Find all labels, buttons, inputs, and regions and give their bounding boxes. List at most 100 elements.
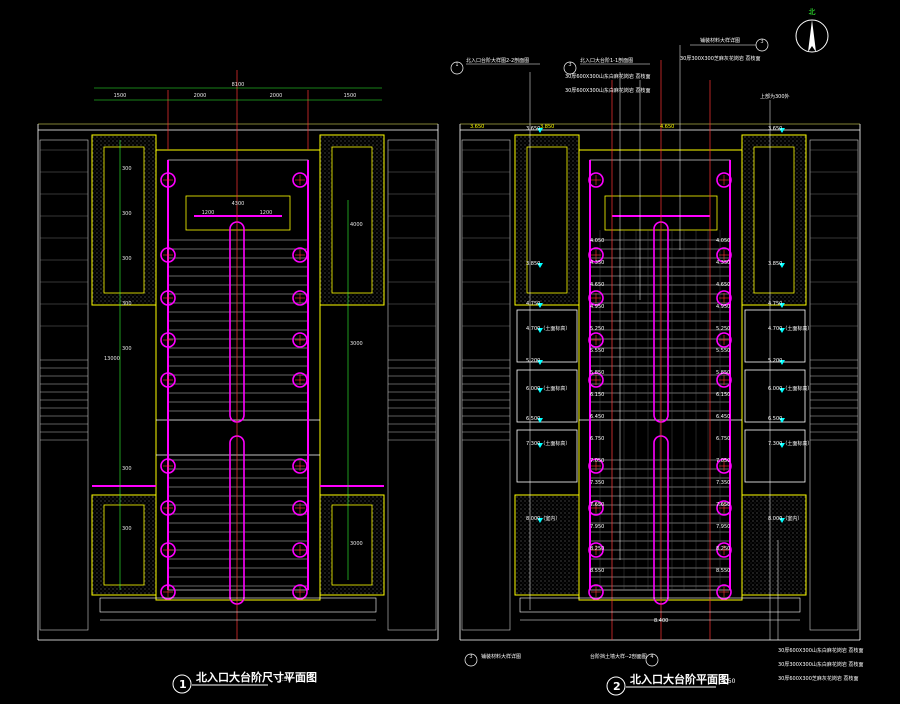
lamp-circle bbox=[588, 372, 604, 388]
lamp-circle bbox=[716, 584, 732, 600]
left-stair-treads bbox=[168, 239, 308, 587]
right-plan: 3.6503.8504.7504.700（土面标高）5.2006.000（土面标… bbox=[450, 37, 863, 696]
level-label-left: 5.200 bbox=[526, 358, 540, 364]
step-level-right: 4.350 bbox=[716, 260, 730, 266]
step-level-left: 7.650 bbox=[590, 502, 604, 508]
step-level-left: 7.050 bbox=[590, 458, 604, 464]
level-triangle bbox=[779, 328, 785, 333]
lamp-circle bbox=[160, 172, 176, 188]
callout-3-text: 铺装材料大样详图 bbox=[700, 37, 740, 44]
bottom-note-2: 30厚300X300山东白麻花岗岩 荔枝面 bbox=[778, 661, 863, 668]
left-side-stairs bbox=[39, 139, 437, 631]
bottom-callout-1-num: 3 bbox=[469, 654, 472, 660]
level-triangle bbox=[779, 360, 785, 365]
left-sheet-number: 1 bbox=[179, 678, 187, 691]
step-level-right: 6.450 bbox=[716, 414, 730, 420]
level-label-right: 8.000（室内） bbox=[768, 515, 802, 522]
level-triangle bbox=[537, 388, 543, 393]
level-triangle bbox=[537, 518, 543, 523]
bottom-callout-2-text: 台阶挡土墙大样--2剖面图 bbox=[590, 653, 647, 660]
step-level-left: 6.450 bbox=[590, 414, 604, 420]
lamp-circle bbox=[716, 500, 732, 516]
lamp-circle bbox=[292, 290, 308, 306]
lamp-circle bbox=[588, 290, 604, 306]
step-level-right: 5.250 bbox=[716, 326, 730, 332]
level-label-right: 6.500 bbox=[768, 416, 782, 422]
right-vdim-3: 3000 bbox=[350, 541, 363, 547]
left-vdim-5: 300 bbox=[122, 346, 132, 352]
step-level-left: 4.650 bbox=[590, 282, 604, 288]
level-label-right: 3.850 bbox=[768, 261, 782, 267]
step-level-left: 5.850 bbox=[590, 370, 604, 376]
step-level-right: 7.350 bbox=[716, 480, 730, 486]
lamp-circle bbox=[292, 372, 308, 388]
step-level-right: 4.050 bbox=[716, 238, 730, 244]
step-level-right: 6.150 bbox=[716, 392, 730, 398]
right-bottom-notes: 30厚600X300山东白麻花岗岩 荔枝面 30厚300X300山东白麻花岗岩 … bbox=[464, 647, 863, 682]
bottom-callout-1-text: 铺装材料大样详图 bbox=[481, 653, 521, 660]
right-base-wall bbox=[519, 597, 801, 621]
step-level-right: 6.750 bbox=[716, 436, 730, 442]
lamp-circle bbox=[716, 458, 732, 474]
step-level-left: 7.950 bbox=[590, 524, 604, 530]
right-leader-lines bbox=[529, 45, 779, 640]
lamp-circle bbox=[160, 458, 176, 474]
right-planters bbox=[514, 134, 807, 596]
level-label-right: 6.000（土面标高） bbox=[768, 385, 812, 392]
lamp-circle bbox=[588, 332, 604, 348]
bottom-callout-2-num: 4 bbox=[650, 654, 653, 660]
callout-3-num: 3 bbox=[760, 39, 763, 45]
lamp-circle bbox=[160, 372, 176, 388]
left-vertical-dims: 300 300 300 300 300 300 300 13000 4000 3… bbox=[104, 166, 363, 547]
left-vdim-7: 300 bbox=[122, 526, 132, 532]
left-inner-total: 4300 bbox=[232, 201, 245, 207]
right-sheet-number: 2 bbox=[613, 680, 621, 693]
left-top-dim-3: 2000 bbox=[270, 93, 283, 99]
lamp-circle bbox=[716, 172, 732, 188]
lamp-circle bbox=[292, 247, 308, 263]
step-level-left: 6.150 bbox=[590, 392, 604, 398]
left-top-total: 8100 bbox=[232, 82, 245, 88]
left-inner-dim-1: 1200 bbox=[202, 210, 215, 216]
lamp-circle bbox=[160, 247, 176, 263]
level-triangle bbox=[779, 388, 785, 393]
left-dim-chain bbox=[94, 87, 382, 590]
right-vdim-2: 3000 bbox=[350, 341, 363, 347]
level-triangle bbox=[779, 418, 785, 423]
level-triangle bbox=[537, 443, 543, 448]
top-level-label: 4.650 bbox=[660, 124, 674, 130]
right-level-markers: 3.6503.8504.7504.700（土面标高）5.2006.000（土面标… bbox=[470, 124, 812, 624]
right-outer-frame bbox=[459, 123, 861, 641]
level-label-left: 3.650 bbox=[526, 126, 540, 132]
callout-1-num: 1 bbox=[455, 62, 458, 68]
left-plan-title: 北入口大台阶尺寸平面图 bbox=[196, 670, 317, 684]
lamp-circle bbox=[588, 172, 604, 188]
right-side-stair-treads bbox=[462, 149, 858, 441]
left-outer-frame bbox=[37, 123, 439, 641]
top-level-label: 3.650 bbox=[470, 124, 484, 130]
level-label-left: 4.750 bbox=[526, 301, 540, 307]
left-vdim-1: 300 bbox=[122, 166, 132, 172]
right-terrace-boxes bbox=[516, 309, 806, 483]
lamp-circle bbox=[160, 290, 176, 306]
lamp-circle bbox=[588, 542, 604, 558]
left-top-dim-1: 1500 bbox=[114, 93, 127, 99]
step-level-left: 7.350 bbox=[590, 480, 604, 486]
right-vdim-1: 4000 bbox=[350, 222, 363, 228]
material-note-4: 上部为300外 bbox=[760, 93, 790, 100]
right-title-block: 2 北入口大台阶平面图 1:50 bbox=[606, 672, 736, 696]
step-level-right: 7.650 bbox=[716, 502, 730, 508]
step-level-left: 5.550 bbox=[590, 348, 604, 354]
step-level-left: 4.050 bbox=[590, 238, 604, 244]
step-level-left: 8.550 bbox=[590, 568, 604, 574]
step-level-left: 4.950 bbox=[590, 304, 604, 310]
step-level-right: 4.650 bbox=[716, 282, 730, 288]
left-side-total: 13000 bbox=[104, 356, 120, 362]
left-inner-dim-2: 1200 bbox=[260, 210, 273, 216]
left-vdim-6: 300 bbox=[122, 466, 132, 472]
lamp-circle bbox=[588, 500, 604, 516]
right-side-stairs bbox=[461, 139, 859, 631]
level-label-left: 8.000（室内） bbox=[526, 515, 560, 522]
